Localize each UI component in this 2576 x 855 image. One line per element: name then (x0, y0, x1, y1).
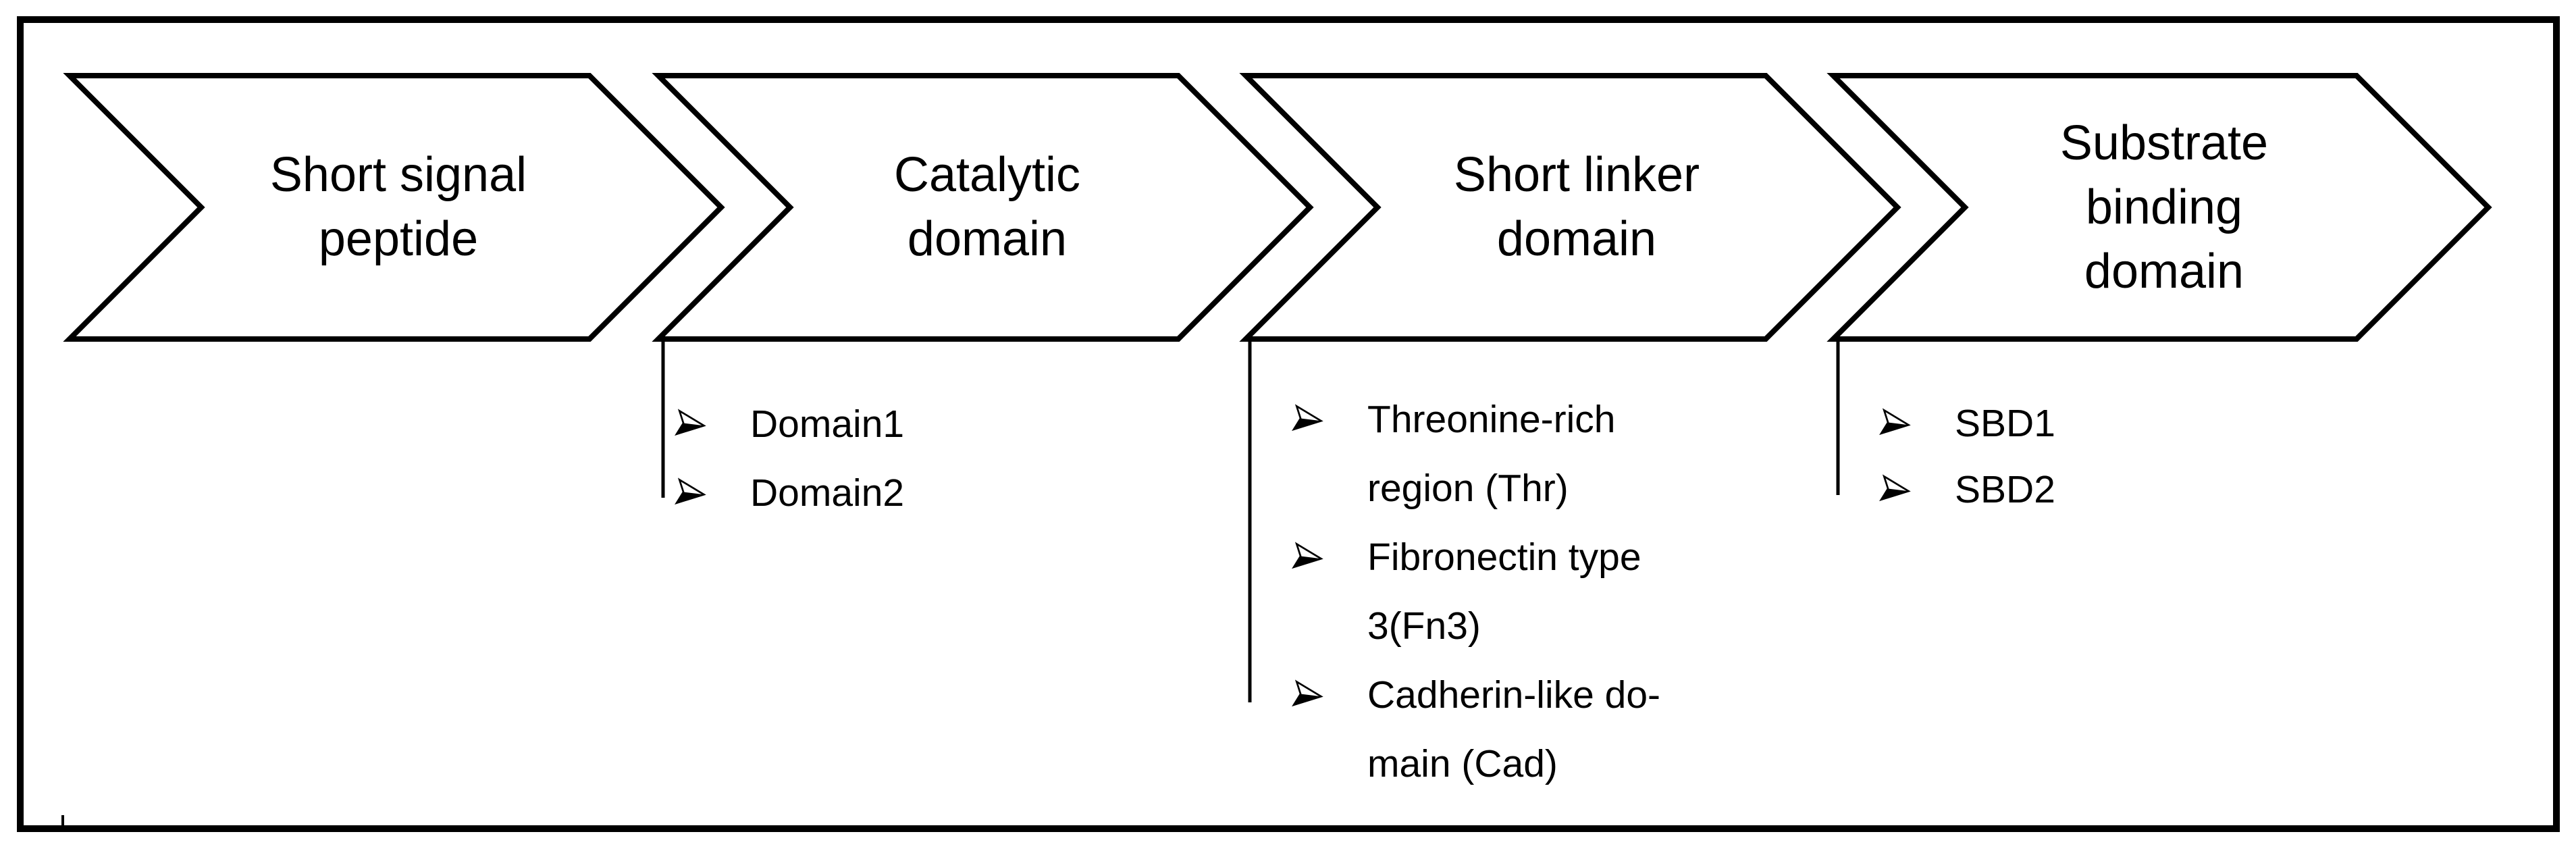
list-item-text: SBD1 (1955, 402, 2055, 445)
chevron-label-line: Catalytic (893, 148, 1081, 202)
list-item-text: Threonine-rich (1367, 398, 1616, 441)
chevron-shape-short-linker-domain (1239, 73, 1901, 342)
list-item-cadherin-cont: main (Cad) (1293, 742, 1558, 786)
chevron-label-line: Short linker (1453, 148, 1700, 202)
list-item-fibronectin: Fibronectin type (1292, 535, 1641, 579)
list-item-text: Cadherin-like do- (1367, 673, 1661, 717)
list-item-text: Domain1 (750, 403, 905, 446)
chevron-label-line: binding (2085, 180, 2243, 234)
arrowhead-bullet-icon (1879, 474, 1911, 502)
list-item-text: 3(Fn3) (1367, 604, 1481, 648)
chevron-label-short-linker-domain: Short linker domain (1454, 143, 1700, 271)
chevron-label-line: Short signal (269, 148, 527, 202)
chevron-label-line: peptide (318, 212, 479, 266)
list-item-text: region (Thr) (1367, 467, 1569, 510)
list-item-threonine-rich: Threonine-rich (1292, 397, 1616, 442)
list-item-text: Domain2 (750, 471, 905, 515)
list-item-domain1: Domain1 (675, 402, 905, 446)
chevron-label-line: domain (1496, 212, 1657, 266)
chevron-label-substrate-binding-domain: Substrate binding domain (2060, 111, 2268, 304)
arrowhead-bullet-icon (675, 477, 706, 505)
outer-border (17, 16, 2560, 832)
chevron-label-short-signal-peptide: Short signal peptide (270, 143, 527, 271)
list-item-domain2: Domain2 (675, 471, 905, 515)
list-item-sbd1: SBD1 (1879, 401, 2055, 446)
chevron-shape-substrate-binding-domain (1826, 73, 2492, 342)
chevron-label-line: domain (907, 212, 1068, 266)
chevron-label-line: domain (2084, 244, 2244, 299)
list-item-text: main (Cad) (1367, 742, 1558, 785)
chevron-label-line: Substrate (2059, 116, 2269, 170)
list-item-cadherin: Cadherin-like do- (1292, 673, 1661, 717)
arrowhead-bullet-icon (1879, 408, 1911, 436)
arrowhead-bullet-icon (1292, 404, 1323, 432)
arrowhead-bullet-icon (1292, 542, 1323, 569)
chevron-shape-catalytic-domain (652, 73, 1314, 342)
list-item-threonine-rich-cont: region (Thr) (1293, 466, 1569, 511)
list-item-fibronectin-cont: 3(Fn3) (1293, 604, 1481, 648)
arrowhead-bullet-icon (675, 409, 706, 436)
list-item-text: Fibronectin type (1367, 536, 1641, 579)
list-item-text: SBD2 (1955, 468, 2055, 511)
arrowhead-bullet-icon (1292, 679, 1323, 707)
list-item-sbd2: SBD2 (1879, 467, 2055, 512)
chevron-label-catalytic-domain: Catalytic domain (894, 143, 1080, 271)
chevron-shape-short-signal-peptide (63, 73, 725, 342)
